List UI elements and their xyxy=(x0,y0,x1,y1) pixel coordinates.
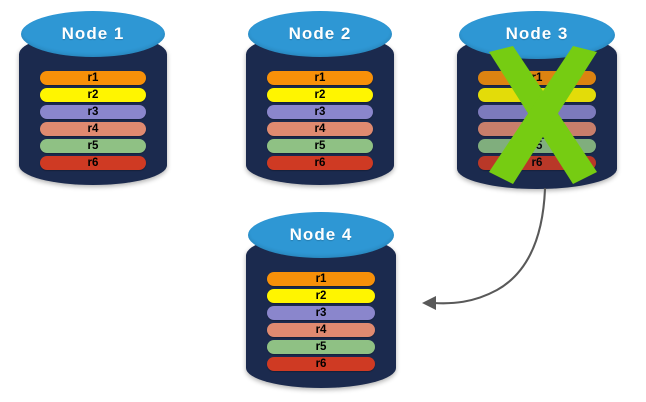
node-4[interactable]: Node 4 r1 r2 r3 r4 r5 r6 xyxy=(246,212,396,388)
row-bar-r2: r2 xyxy=(267,289,375,303)
node-4-rows: r1 r2 r3 r4 r5 r6 xyxy=(246,272,396,371)
row-bar-r1: r1 xyxy=(267,272,375,286)
row-bar-r6: r6 xyxy=(477,156,597,170)
row-bar-r3: r3 xyxy=(39,105,147,119)
node-3-rows: r1 r2 r3 r4 r5 r6 xyxy=(457,71,617,170)
node-4-cylinder-top xyxy=(248,212,394,258)
node-2-cylinder-top xyxy=(248,11,392,57)
row-bar-r5: r5 xyxy=(39,139,147,153)
row-bar-r4: r4 xyxy=(477,122,597,136)
row-bar-r1: r1 xyxy=(266,71,374,85)
node-1[interactable]: Node 1 r1 r2 r3 r4 r5 r6 xyxy=(19,11,167,185)
row-bar-r1: r1 xyxy=(477,71,597,85)
row-bar-r3: r3 xyxy=(267,306,375,320)
row-bar-r1: r1 xyxy=(39,71,147,85)
node-3[interactable]: Node 3 r1 r2 r3 r4 r5 r6 xyxy=(457,11,617,189)
row-bar-r3: r3 xyxy=(477,105,597,119)
node-1-label: Node 1 xyxy=(61,24,125,43)
row-bar-r4: r4 xyxy=(267,323,375,337)
row-bar-r3: r3 xyxy=(266,105,374,119)
node-1-cylinder-top xyxy=(21,11,165,57)
row-bar-r5: r5 xyxy=(267,340,375,354)
row-bar-r2: r2 xyxy=(266,88,374,102)
row-bar-r5: r5 xyxy=(266,139,374,153)
node-1-rows: r1 r2 r3 r4 r5 r6 xyxy=(19,71,167,170)
node-2-label: Node 2 xyxy=(288,24,352,43)
row-bar-r5: r5 xyxy=(477,139,597,153)
row-bar-r6: r6 xyxy=(267,357,375,371)
node-4-label: Node 4 xyxy=(289,225,353,244)
row-bar-r4: r4 xyxy=(266,122,374,136)
row-bar-r6: r6 xyxy=(266,156,374,170)
row-bar-r2: r2 xyxy=(477,88,597,102)
row-bar-r6: r6 xyxy=(39,156,147,170)
row-bar-r4: r4 xyxy=(39,122,147,136)
node-3-label: Node 3 xyxy=(505,24,569,43)
node-2[interactable]: Node 2 r1 r2 r3 r4 r5 r6 xyxy=(246,11,394,185)
row-bar-r2: r2 xyxy=(39,88,147,102)
node-2-rows: r1 r2 r3 r4 r5 r6 xyxy=(246,71,394,170)
